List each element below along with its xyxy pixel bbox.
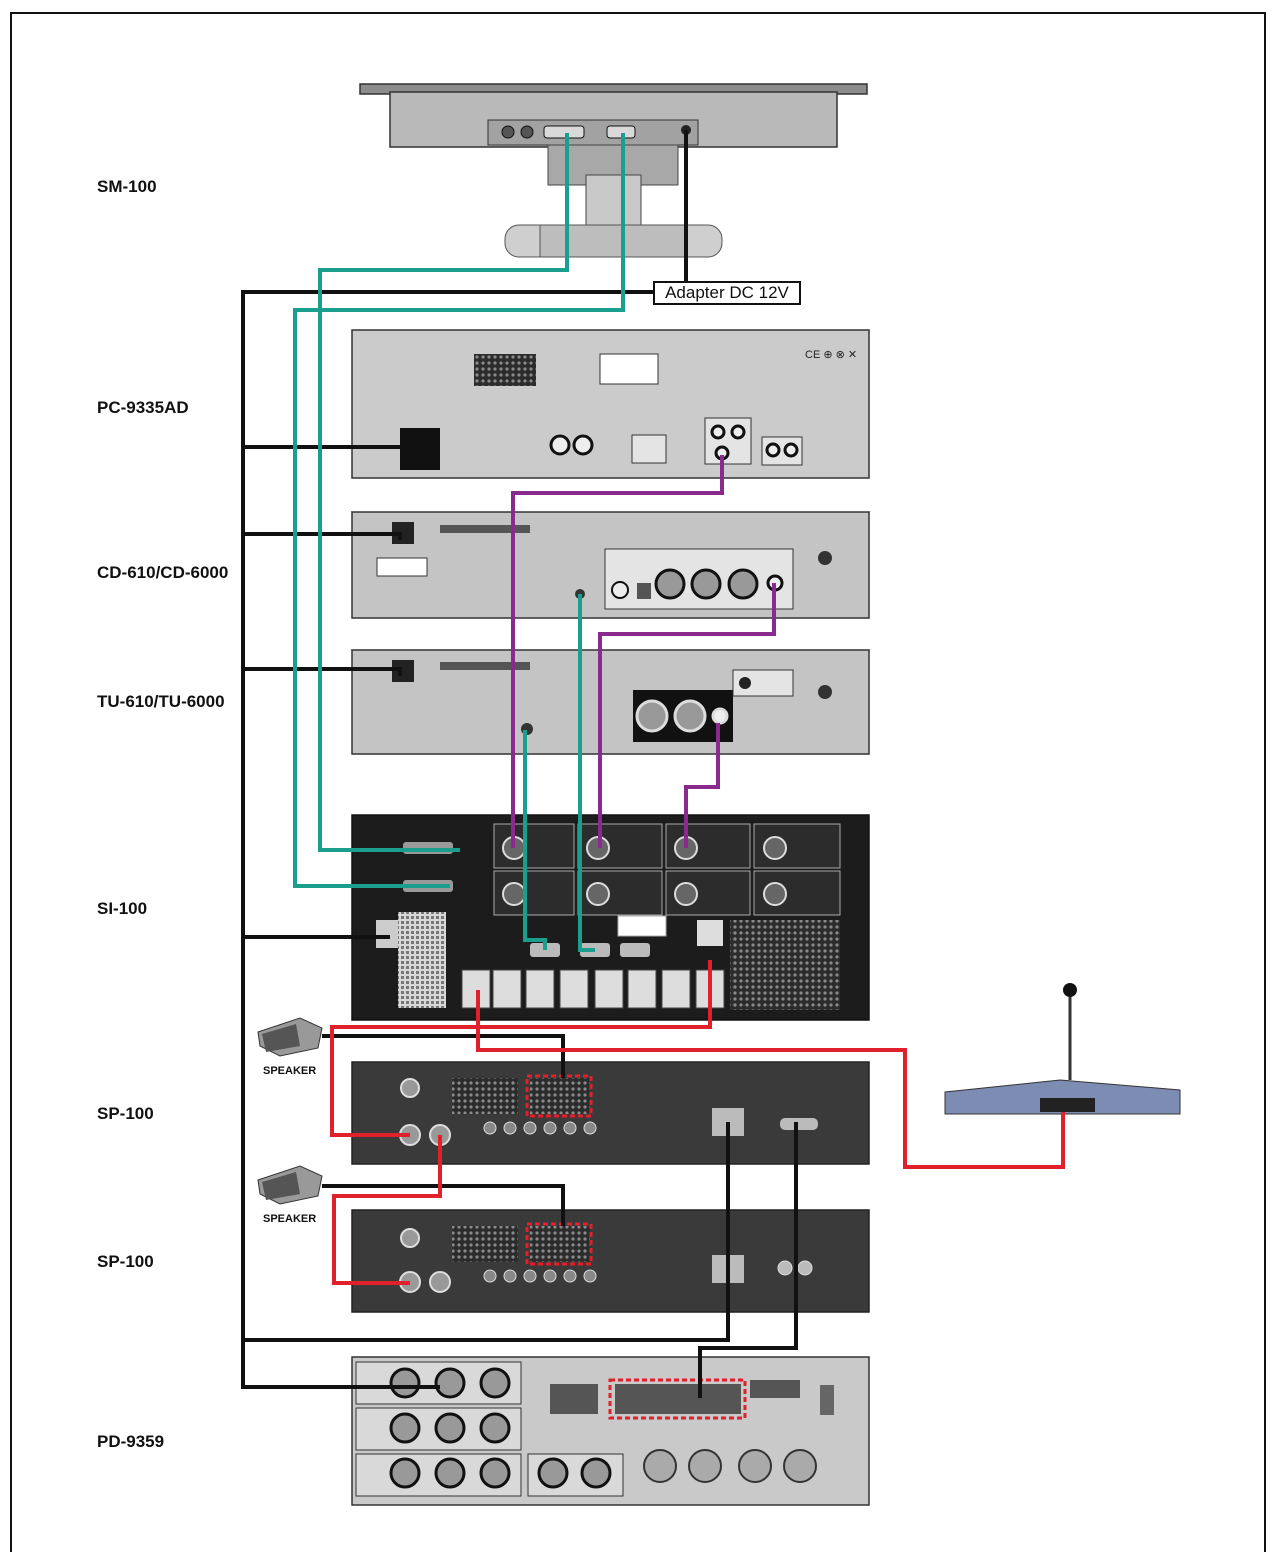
wireless-receiver <box>944 983 1181 1115</box>
sp100-a-panel <box>351 1061 870 1165</box>
device-label-cd610: CD-610/CD-6000 <box>97 563 229 582</box>
speaker-cables <box>330 960 1065 1285</box>
svg-text:CE ⊕ ⊗ ✕: CE ⊕ ⊗ ✕ <box>805 349 857 361</box>
si100-panel <box>351 814 870 1021</box>
speaker-label: SPEAKER <box>263 1065 317 1077</box>
cd610-panel <box>350 511 871 619</box>
speaker-label: SPEAKER <box>263 1213 317 1225</box>
device-label-pc9335ad: PC-9335AD <box>97 398 189 417</box>
tu610-panel <box>350 649 871 755</box>
device-label-sm100: SM-100 <box>97 177 157 196</box>
audio-cables <box>511 455 776 848</box>
speaker-icon <box>257 1017 323 1057</box>
diagram-frame <box>10 12 1266 1552</box>
device-label-sp100-a: SP-100 <box>97 1104 154 1123</box>
pc9335ad-panel: CE ⊕ ⊗ ✕ <box>351 329 870 479</box>
device-label-tu610: TU-610/TU-6000 <box>97 692 225 711</box>
data-cables <box>293 133 625 952</box>
adapter-dc12v-box: Adapter DC 12V <box>653 281 801 305</box>
speaker-icon <box>257 1165 323 1205</box>
sm100-monitor <box>359 83 868 258</box>
sp100-b-panel <box>351 1209 870 1313</box>
device-label-pd9359: PD-9359 <box>97 1432 165 1451</box>
device-label-si100: SI-100 <box>97 899 148 918</box>
device-label-sp100-b: SP-100 <box>97 1252 154 1271</box>
power-cables <box>241 130 798 1398</box>
pd9359-panel <box>351 1356 870 1506</box>
